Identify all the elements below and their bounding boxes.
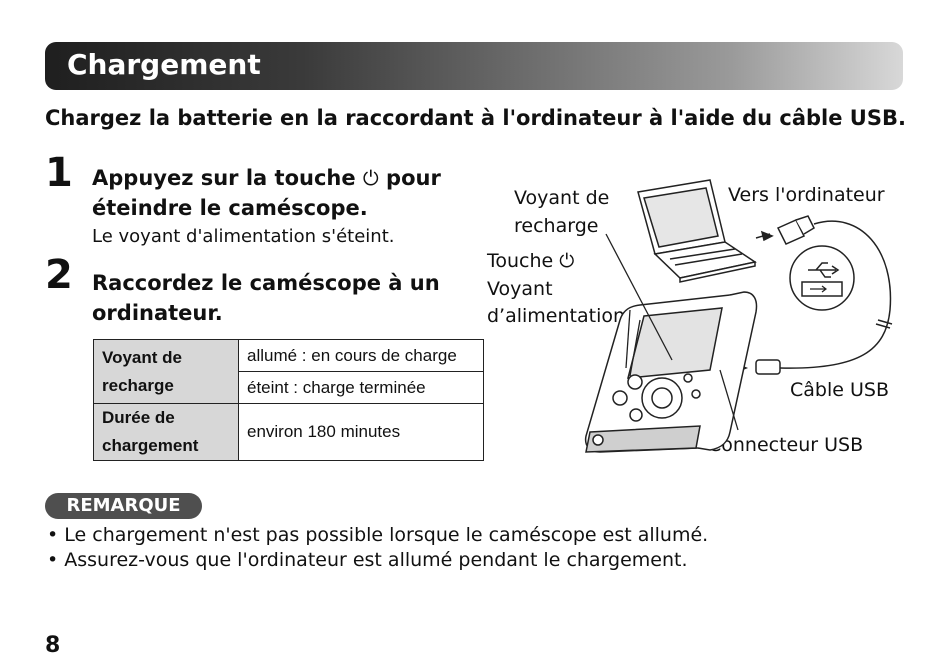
usb-cable [779, 220, 892, 369]
table-row: éteint : charge terminée [94, 371, 484, 404]
section-title-bar: Chargement [45, 42, 903, 90]
intro-text: Chargez la batterie en la raccordant à l… [45, 106, 906, 130]
label-cable-usb: Câble USB [790, 379, 889, 401]
step-1-title-line2: éteindre le caméscope. [92, 196, 368, 220]
leader-lines [605, 233, 739, 431]
step-1-number: 1 [45, 150, 73, 196]
step-1-title-before: Appuyez sur la touche [92, 166, 356, 190]
table-cell: allumé : en cours de charge [238, 339, 484, 372]
illustration [584, 179, 893, 453]
usb-plug-icon [755, 215, 815, 245]
step-2-number: 2 [45, 252, 73, 298]
table-cell: éteint : charge terminée [238, 371, 484, 404]
table-row: Durée de chargement environ 180 minutes [93, 403, 484, 461]
usb-symbol-icon [789, 245, 855, 311]
remarque-badge: REMARQUE [45, 493, 202, 519]
label-voyant-recharge: Voyant de recharge [514, 187, 610, 237]
section-title: Chargement [67, 48, 261, 81]
power-icon: ⏻ [362, 166, 379, 190]
note-1: • Le chargement n'est pas possible lorsq… [47, 524, 709, 546]
power-icon: ⏻ [559, 250, 575, 272]
laptop-icon [637, 179, 757, 283]
camcorder-icon [584, 291, 758, 453]
label-touche: Touche ⏻ [487, 250, 575, 272]
step-2-title-line2: ordinateur. [92, 301, 223, 325]
step-2-title: Raccordez le caméscope à un ordinateur. [92, 268, 440, 328]
label-vers-ordinateur: Vers l'ordinateur [728, 184, 885, 206]
table-row: Voyant de recharge allumé : en cours de … [93, 339, 484, 404]
bullet: • [47, 524, 59, 546]
cable-break [875, 319, 893, 329]
label-connecteur-usb: Connecteur USB [708, 434, 864, 456]
charging-table: Voyant de recharge allumé : en cours de … [93, 339, 484, 461]
step-1-description: Le voyant d'alimentation s'éteint. [92, 226, 395, 247]
page-number: 8 [45, 633, 61, 658]
label-voyant-alimentation: Voyant d’alimentation [487, 278, 626, 327]
table-cell: environ 180 minutes [238, 403, 484, 461]
step-2-title-line1: Raccordez le caméscope à un [92, 271, 440, 295]
note-2: • Assurez-vous que l'ordinateur est allu… [47, 549, 688, 571]
step-1-title-after: pour [386, 166, 441, 190]
table-header-cell: Durée de chargement [93, 403, 239, 461]
step-1-title: Appuyez sur la touche ⏻ pour éteindre le… [92, 163, 441, 223]
bullet: • [47, 549, 59, 571]
table-header-cell: Voyant de recharge [93, 339, 239, 404]
